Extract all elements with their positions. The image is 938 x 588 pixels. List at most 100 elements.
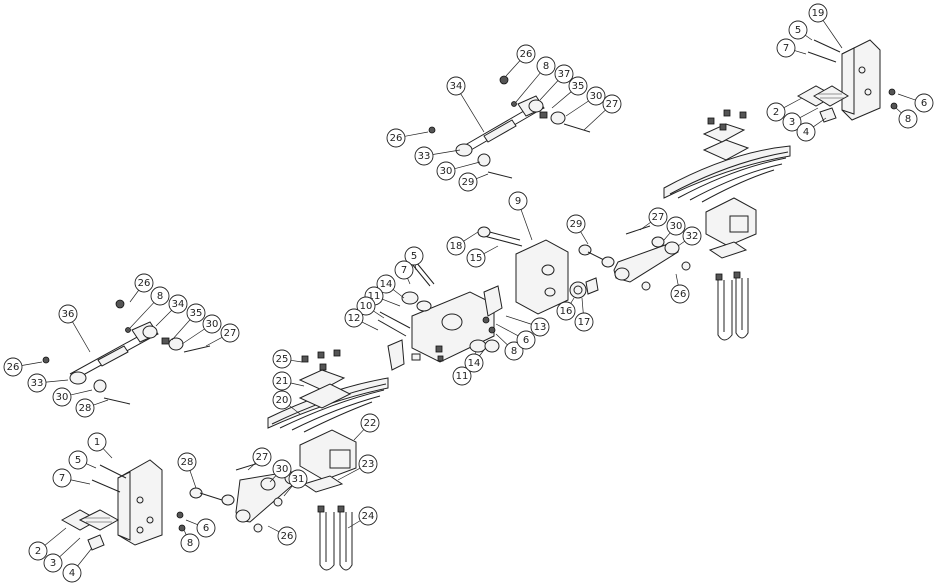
- callout-number: 27: [652, 212, 665, 223]
- callout-balloon: [288, 469, 308, 489]
- callout-leader-line: [45, 379, 69, 383]
- callout-balloon: [43, 553, 63, 573]
- callout-balloon: [452, 366, 472, 386]
- callout-number: 30: [440, 166, 453, 177]
- callout-leader-line: [181, 328, 205, 345]
- callout-number: 14: [468, 358, 481, 369]
- callout-number: 14: [380, 279, 393, 290]
- callout-balloon: [58, 304, 78, 324]
- callout-balloon: [666, 216, 686, 236]
- callout-leader-line: [476, 173, 489, 179]
- callout-number: 33: [31, 378, 44, 389]
- callout-balloon: [556, 301, 576, 321]
- callout-leader-line: [290, 382, 305, 387]
- callout-leader-line: [639, 221, 651, 231]
- callout-balloon: [272, 459, 292, 479]
- callout-leader-line: [129, 290, 139, 303]
- callout-leader-line: [539, 80, 559, 101]
- callout-number: 9: [515, 196, 521, 207]
- callout-leader-line: [155, 310, 172, 327]
- rear-torque-arm: [578, 225, 691, 291]
- callout-balloon: [516, 330, 536, 350]
- callout-balloon: [28, 541, 48, 561]
- rear-equalizer-shaft: [428, 75, 591, 179]
- callout-leader-line: [290, 359, 303, 363]
- callout-number: 28: [181, 457, 194, 468]
- rear-hanger-bracket: [807, 39, 898, 121]
- callout-leader-line: [432, 149, 461, 155]
- callout-balloon: [394, 260, 414, 280]
- callout-balloon: [376, 274, 396, 294]
- rear-axle-seat: [705, 197, 757, 259]
- callout-balloon: [272, 349, 292, 369]
- callout-leader-line: [570, 297, 575, 304]
- callout-leader-line: [283, 485, 293, 497]
- callout-leader-line: [663, 232, 671, 241]
- front-hanger-bracket: [91, 459, 163, 546]
- callout-number: 26: [7, 362, 20, 373]
- callout-leader-line: [897, 93, 916, 101]
- callout-number: 32: [686, 231, 699, 242]
- callout-leader-line: [185, 519, 198, 525]
- callout-leader-line: [171, 319, 191, 341]
- callout-number: 35: [572, 81, 585, 92]
- callout-balloon: [386, 128, 406, 148]
- callout-balloon: [766, 102, 786, 122]
- callout-number: 33: [418, 151, 431, 162]
- callout-number: 26: [674, 289, 687, 300]
- callout-balloon: [414, 146, 434, 166]
- rear-u-bolts: [715, 271, 749, 341]
- callout-leader-line: [677, 240, 685, 247]
- callout-leader-line: [288, 405, 301, 415]
- callout-leader-line: [129, 302, 155, 329]
- callout-leader-line: [460, 93, 485, 133]
- callout-number: 26: [138, 278, 151, 289]
- callout-number: 26: [520, 49, 533, 60]
- callout-leader-line: [247, 462, 256, 471]
- callout-number: 30: [590, 91, 603, 102]
- callout-leader-line: [93, 399, 109, 406]
- callout-number: 27: [224, 328, 237, 339]
- callout-number: 11: [456, 371, 469, 382]
- callout-leader-line: [86, 463, 97, 469]
- callout-number: 8: [905, 114, 911, 125]
- callout-number: 3: [789, 117, 795, 128]
- callout-number: 17: [578, 317, 591, 328]
- callout-balloon: [682, 226, 702, 246]
- callout-balloon: [272, 390, 292, 410]
- callout-leader-line: [805, 34, 813, 41]
- callout-balloon: [436, 161, 456, 181]
- callout-balloon: [168, 294, 188, 314]
- callout-leader-line: [189, 470, 197, 489]
- callout-balloon: [586, 86, 606, 106]
- callout-number: 29: [462, 177, 475, 188]
- callout-number: 15: [470, 253, 483, 264]
- callout-number: 31: [292, 474, 305, 485]
- rear-leaf-spring: [663, 109, 791, 203]
- callout-balloon: [782, 112, 802, 132]
- callout-balloon: [530, 317, 550, 337]
- callout-balloon: [788, 20, 808, 40]
- callout-balloon: [404, 246, 424, 266]
- center-equalizer-bracket: [477, 226, 599, 315]
- callout-number: 6: [921, 98, 927, 109]
- callout-balloon: [458, 172, 478, 192]
- parts-drawing: [42, 39, 898, 571]
- front-hanger-bolts: [176, 511, 186, 532]
- callout-number: 27: [256, 452, 269, 463]
- callout-balloon: [446, 236, 466, 256]
- front-u-bolts: [317, 505, 353, 571]
- callout-balloon: [360, 413, 380, 433]
- callout-balloon: [3, 357, 23, 377]
- center-rocker-bracket: [469, 285, 503, 353]
- callout-leader-line: [59, 537, 81, 558]
- callout-leader-line: [361, 321, 379, 331]
- callout-leader-line: [895, 107, 902, 114]
- rear-wear-pad: [796, 85, 849, 123]
- callout-number: 8: [543, 61, 549, 72]
- callout-balloon: [670, 284, 690, 304]
- callout-leader-line: [269, 475, 277, 483]
- callout-balloon: [202, 314, 222, 334]
- callout-number: 13: [534, 322, 547, 333]
- callout-leader-line: [72, 321, 91, 353]
